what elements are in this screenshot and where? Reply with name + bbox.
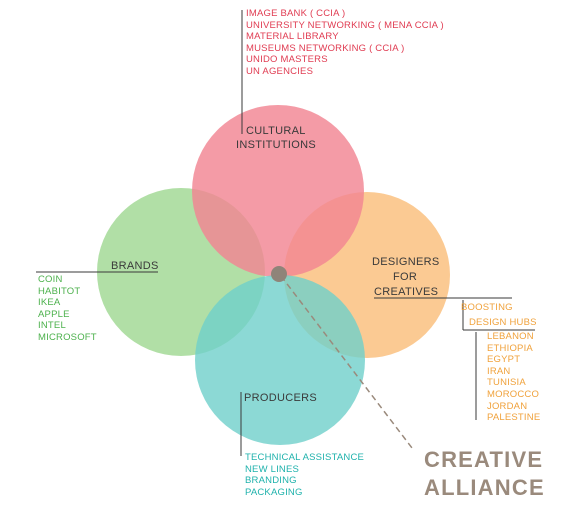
- designers-list-hubs: DESIGN HUBS: [469, 317, 537, 329]
- list-item: EGYPT: [487, 354, 521, 366]
- cultural-label-line2: INSTITUTIONS: [236, 139, 316, 151]
- tagline-line1: CREATIVE: [424, 447, 544, 472]
- list-item: IRAN: [487, 365, 511, 377]
- brands-list: COIN HABITOT IKEA APPLE INTEL MICROSOFT: [38, 274, 97, 344]
- list-item: COIN: [38, 274, 63, 285]
- list-item: ETHIOPIA: [487, 342, 533, 354]
- cultural-label: CULTURAL: [246, 125, 306, 137]
- list-item: INTEL: [38, 320, 66, 332]
- list-item: APPLE: [38, 308, 70, 320]
- list-item: PALESTINE: [487, 412, 541, 424]
- list-item: TUNISIA: [487, 377, 526, 389]
- alliance-pointer-line: [280, 275, 413, 449]
- list-item: BOOSTING: [461, 302, 513, 313]
- designers-label-line3: CREATIVES: [374, 286, 439, 298]
- list-item: MICROSOFT: [38, 331, 97, 343]
- list-item: HABITOT: [38, 285, 81, 297]
- list-item: UNIVERSITY NETWORKING ( MENA CCIA ): [246, 19, 444, 31]
- list-item: JORDAN: [487, 400, 528, 412]
- list-item: LEBANON: [487, 331, 534, 342]
- brands-label: BRANDS: [111, 260, 159, 272]
- list-item: DESIGN HUBS: [469, 317, 537, 328]
- list-item: MATERIAL LIBRARY: [246, 31, 339, 43]
- producers-list: TECHNICAL ASSISTANCE NEW LINES BRANDING …: [245, 452, 364, 498]
- list-item: PACKAGING: [245, 486, 303, 498]
- center-dot: [271, 266, 287, 282]
- list-item: BRANDING: [245, 475, 297, 487]
- producers-label: PRODUCERS: [244, 392, 317, 404]
- designers-label: DESIGNERS: [372, 256, 440, 268]
- list-item: UNIDO MASTERS: [246, 54, 328, 66]
- list-item: NEW LINES: [245, 463, 300, 475]
- list-item: TECHNICAL ASSISTANCE: [245, 452, 365, 463]
- list-item: IKEA: [38, 297, 61, 309]
- list-item: UN AGENCIES: [246, 65, 314, 77]
- circle-cultural: [192, 105, 364, 277]
- designers-country-list: LEBANON ETHIOPIA EGYPT IRAN TUNISIA MORO…: [487, 331, 540, 424]
- list-item: MOROCCO: [487, 388, 540, 400]
- designers-list-top: BOOSTING: [461, 302, 513, 314]
- list-item: MUSEUMS NETWORKING ( CCIA ): [246, 42, 405, 54]
- circle-producers: [195, 275, 365, 445]
- designers-label-line2: FOR: [393, 271, 418, 283]
- list-item: IMAGE BANK ( CCIA ): [246, 8, 346, 19]
- cultural-list: IMAGE BANK ( CCIA ) UNIVERSITY NETWORKIN…: [246, 8, 444, 78]
- tagline-line2: ALLIANCE: [424, 475, 545, 500]
